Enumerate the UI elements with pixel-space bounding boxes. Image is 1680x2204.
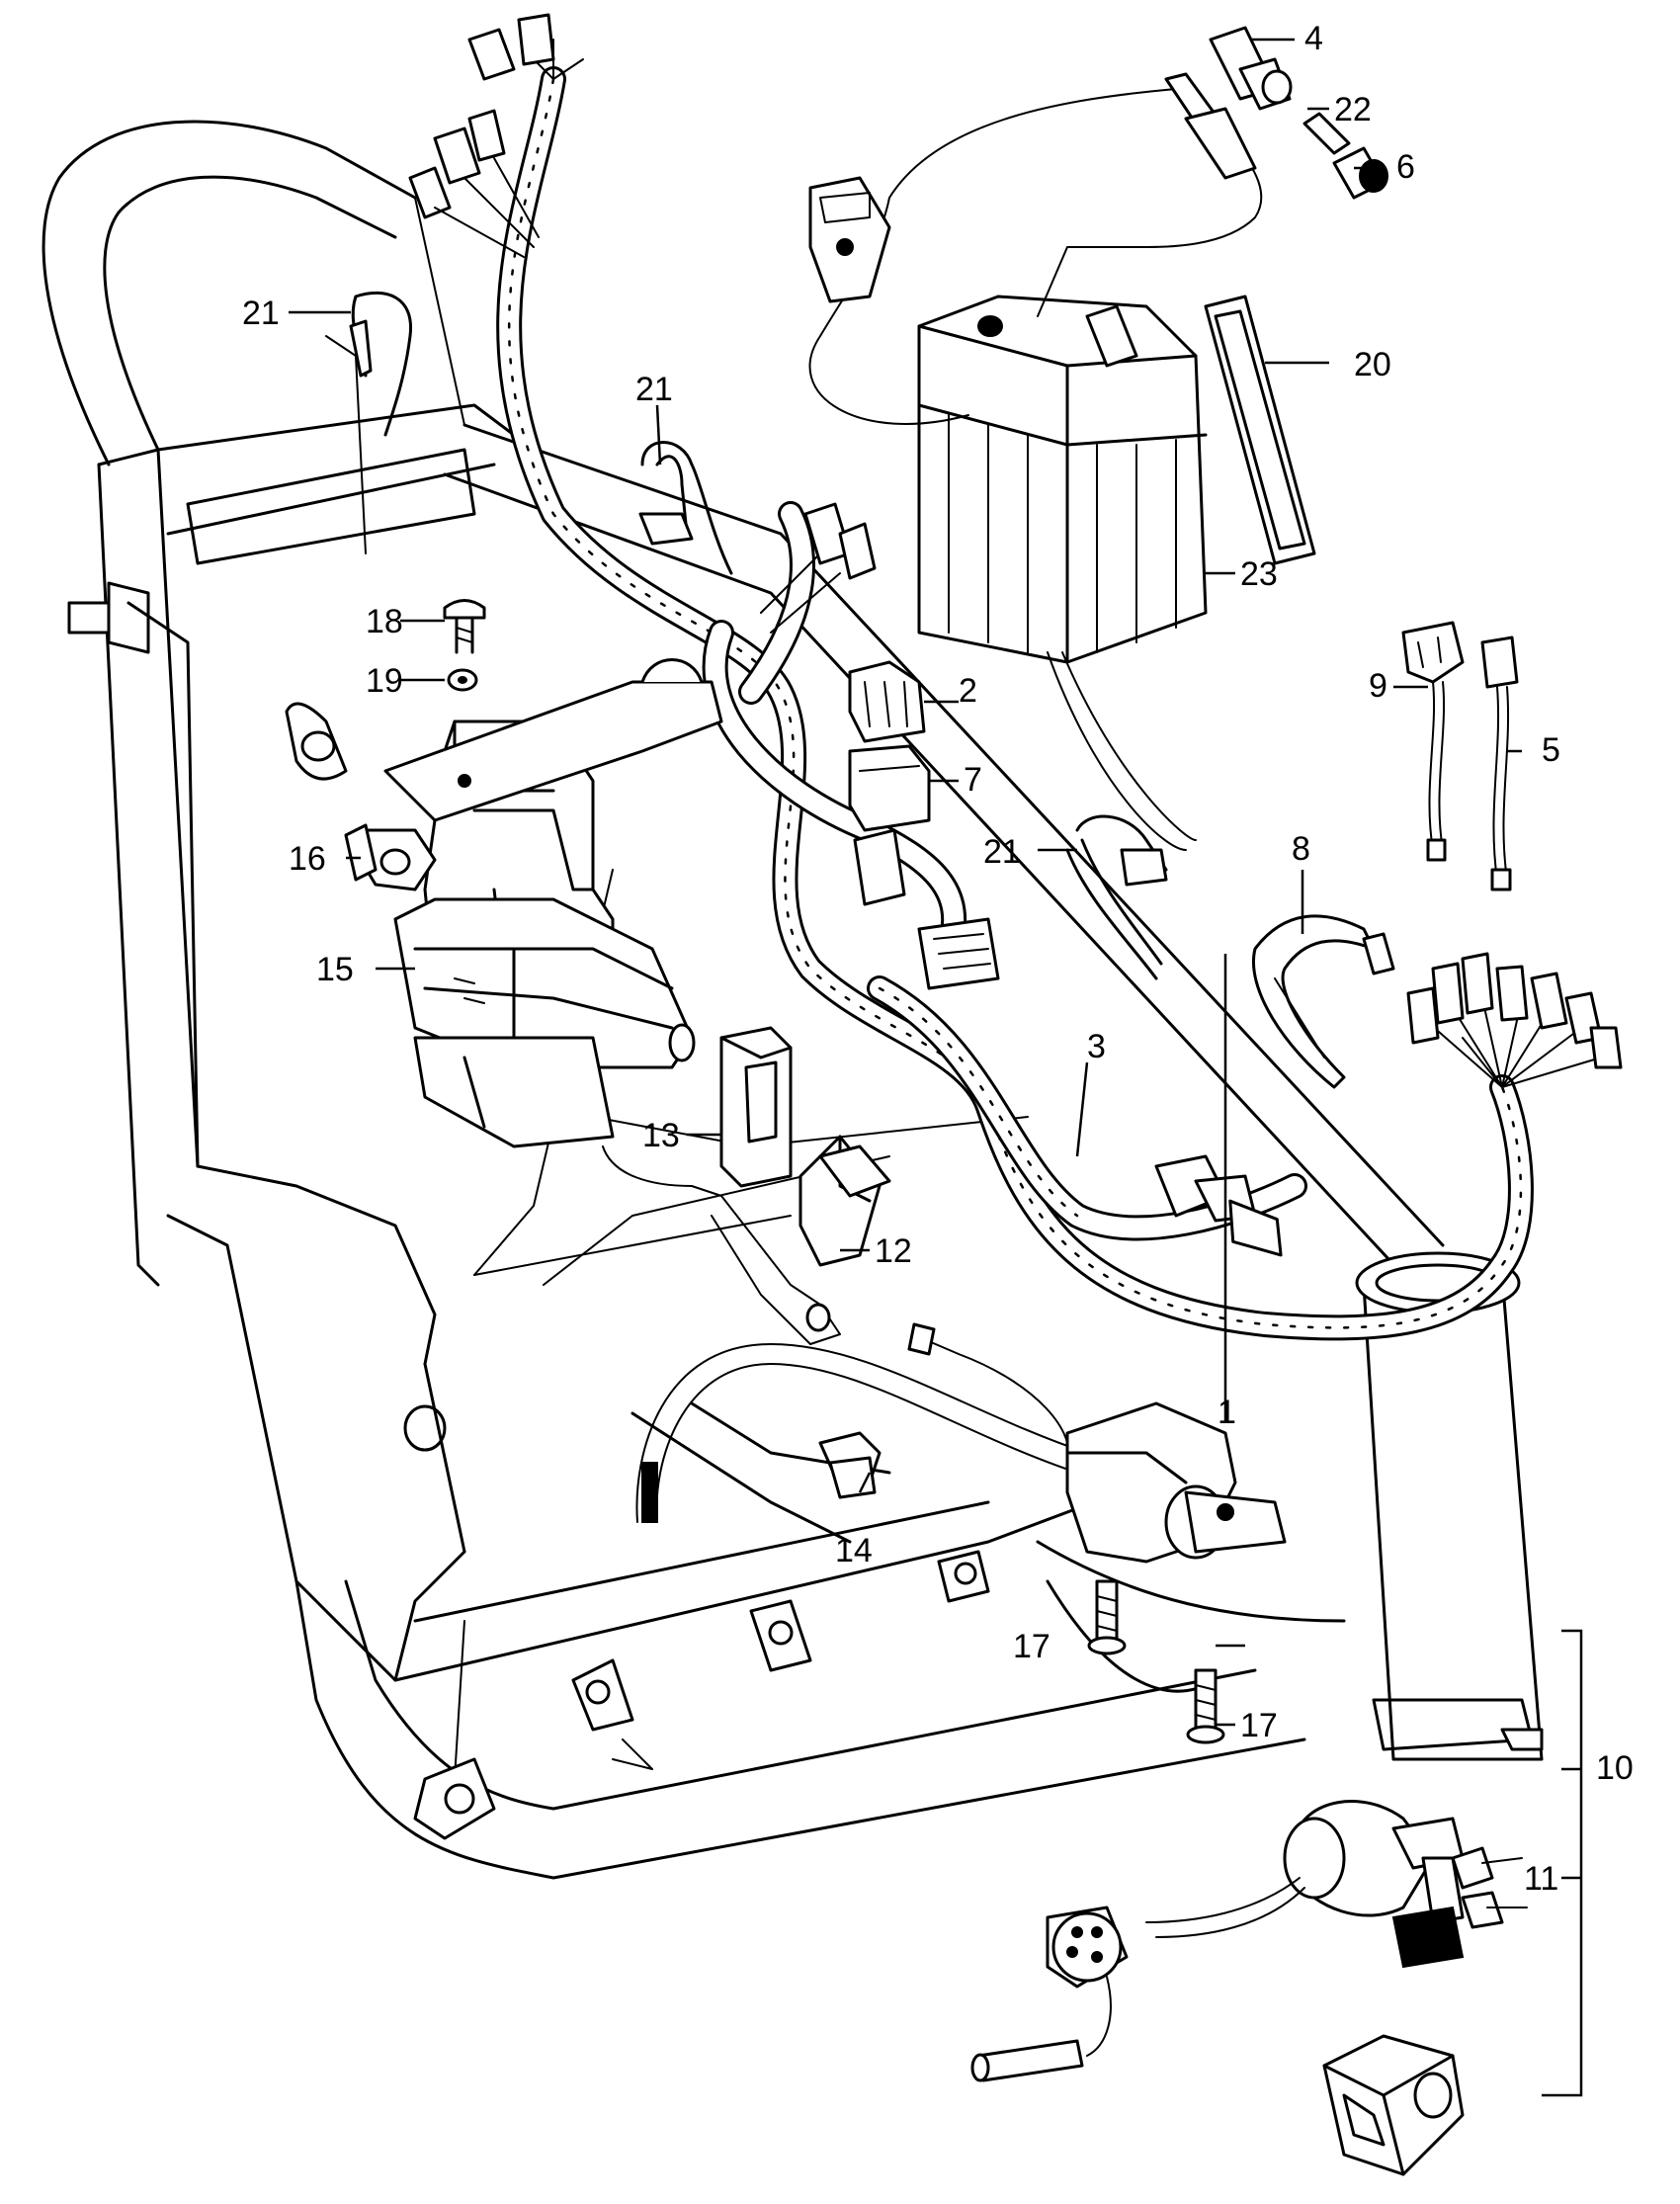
ignition-switch-cover-icon <box>1322 2034 1465 2176</box>
rectifier-12-icon <box>798 1135 891 1267</box>
frame <box>42 120 1544 1880</box>
band-21-top-icon <box>349 291 413 437</box>
callout-7: 7 <box>964 761 982 799</box>
rubber-mount-13-icon <box>719 1026 793 1188</box>
rear-pin-icon <box>67 601 111 635</box>
callout-3: 3 <box>1087 1028 1106 1065</box>
bracket-15-icon <box>393 720 696 1148</box>
callout-18: 18 <box>366 603 403 640</box>
callout-8: 8 <box>1292 830 1310 868</box>
clip-16-icon <box>344 823 437 891</box>
callout-22: 22 <box>1334 91 1372 128</box>
callout-11: 11 <box>1524 1860 1558 1898</box>
band-8-icon <box>1252 914 1395 1089</box>
callout-17b: 17 <box>1240 1707 1278 1744</box>
washer-19-icon <box>447 668 478 692</box>
callout-1: 1 <box>1218 1394 1236 1431</box>
key-icon <box>1451 1846 1528 1929</box>
callout-10: 10 <box>1596 1749 1634 1787</box>
callout-9: 9 <box>1369 667 1387 705</box>
connector-7-icon <box>848 744 931 832</box>
wiring-harness-icon <box>408 13 1623 1341</box>
callout-15: 15 <box>316 951 354 988</box>
fuse-icon <box>1302 112 1351 155</box>
connector-2-icon <box>848 660 926 743</box>
callout-12: 12 <box>875 1232 912 1270</box>
fuse-holder-icon <box>1209 26 1293 111</box>
callout-19: 19 <box>366 662 403 700</box>
callout-21-right: 21 <box>983 833 1021 871</box>
switch-9-icon <box>1401 621 1465 862</box>
clip-14-icon <box>818 1431 882 1499</box>
callout-2: 2 <box>959 672 977 710</box>
callout-21-mid: 21 <box>635 371 673 408</box>
bolt-17-icon <box>1087 1579 1225 1744</box>
callout-17a: 17 <box>1013 1628 1050 1665</box>
clamp-bracket-icon <box>383 658 723 822</box>
band-21-mid-icon <box>638 441 733 575</box>
bolt-18-icon <box>443 599 486 654</box>
callout-20: 20 <box>1354 346 1391 383</box>
callout-16: 16 <box>289 840 326 878</box>
ignition-switch-icon <box>970 1800 1465 2082</box>
callout-labels: 1 2 3 4 5 6 7 8 9 10 11 12 13 14 15 16 1… <box>242 20 1634 1898</box>
callout-21-top: 21 <box>242 295 280 332</box>
callout-23: 23 <box>1240 555 1278 593</box>
callout-13: 13 <box>642 1117 680 1154</box>
callout-6: 6 <box>1396 148 1415 186</box>
callout-5: 5 <box>1542 731 1560 769</box>
rectifier-bracket-icon <box>602 1145 841 1345</box>
fuse-cap-icon <box>1332 146 1388 200</box>
switch-5-icon <box>1480 636 1519 891</box>
ignition-coil-icon <box>635 1322 1287 1564</box>
battery-icon <box>917 295 1208 851</box>
leader-lines <box>289 38 1583 2097</box>
battery-holder-rubber-icon <box>1204 295 1316 565</box>
band-21-right-icon <box>1065 814 1168 980</box>
regulator-connector-icon <box>808 176 891 303</box>
callout-4: 4 <box>1304 20 1323 57</box>
callout-14: 14 <box>835 1532 873 1569</box>
